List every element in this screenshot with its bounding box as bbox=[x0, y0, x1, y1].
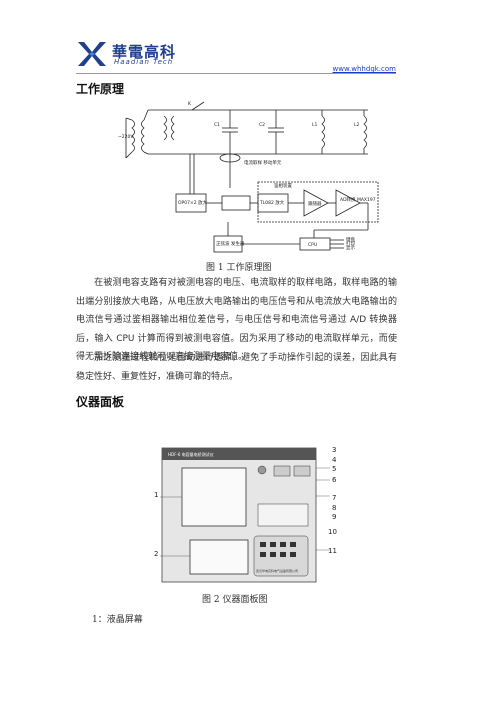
label-amp1: OP07×2 放大 bbox=[178, 199, 208, 206]
callout-11: 11 bbox=[328, 547, 337, 555]
label-phase: 鉴相装置 bbox=[274, 182, 292, 189]
callout-7: 7 bbox=[332, 494, 336, 502]
website-link[interactable]: www.whhdgk.com bbox=[332, 65, 396, 73]
label-l2: L2 bbox=[354, 122, 360, 128]
principle-paragraph-2: 加之测量过程档位是自动进行选择，避免了手动操作引起的误差，因此具有稳定性好、重复… bbox=[76, 353, 397, 382]
callout-5: 5 bbox=[332, 465, 336, 473]
label-follower: 跟随器 bbox=[308, 200, 322, 207]
callout-10: 10 bbox=[328, 528, 337, 536]
label-out1: 键盘 bbox=[346, 236, 355, 243]
label-out3: 显示 bbox=[346, 245, 355, 251]
callout-9: 9 bbox=[332, 513, 336, 521]
panel-manufacturer: 武汉华电高科电气设备有限公司 bbox=[256, 568, 298, 573]
label-amp2: TL082 放大 bbox=[259, 199, 285, 206]
panel-item-1: 1：液晶屏幕 bbox=[92, 615, 143, 625]
callout-6: 6 bbox=[332, 476, 337, 484]
callout-1: 1 bbox=[154, 491, 158, 499]
label-k: K bbox=[188, 101, 192, 107]
callout-4: 4 bbox=[332, 456, 337, 464]
panel-title: HDF-6 电容量电桥测试仪 bbox=[168, 451, 214, 457]
header-rule bbox=[76, 73, 396, 74]
label-sensor: 电流取样 移动单元 bbox=[244, 159, 282, 166]
logo-chinese-text: 華電高科 bbox=[112, 43, 177, 61]
principle-paragraph-1: 在被测电容支路有对被测电容的电压、电流取样的取样电路，取样电路的输出端分别接放大… bbox=[76, 278, 397, 362]
callout-2: 2 bbox=[154, 550, 158, 558]
section-title-panel: 仪器面板 bbox=[76, 395, 125, 409]
callout-8: 8 bbox=[332, 504, 336, 512]
logo-mark-icon bbox=[78, 42, 106, 66]
label-out2: 打印 bbox=[346, 240, 355, 247]
instrument-panel-figure: HDF-6 电容量电桥测试仪 武汉华电高科电气设备有限公司 1 2 3 4 5 … bbox=[154, 446, 337, 583]
label-c2: C2 bbox=[259, 122, 265, 128]
working-principle-diagram: K ~220V C1 C2 L1 L2 电流取样 移动单元 鉴相装置 OP07×… bbox=[118, 101, 379, 253]
figure2-caption: 图 2 仪器面板图 bbox=[202, 595, 268, 605]
logo-english-text: Haadian Tech bbox=[114, 58, 174, 66]
company-logo: 華電高科 Haadian Tech bbox=[76, 40, 216, 70]
callout-3: 3 bbox=[332, 446, 336, 454]
label-adc: AD转换 MAX197 bbox=[340, 196, 376, 203]
label-l1: L1 bbox=[312, 122, 318, 128]
label-voltage: ~220V bbox=[118, 134, 134, 140]
figure1-caption: 图 1 工作原理图 bbox=[206, 263, 272, 273]
section-title-principle: 工作原理 bbox=[76, 82, 125, 96]
label-gen: 正弦波 发生器 bbox=[216, 240, 245, 247]
label-cpu: CPU bbox=[308, 242, 317, 248]
label-c1: C1 bbox=[214, 122, 220, 128]
